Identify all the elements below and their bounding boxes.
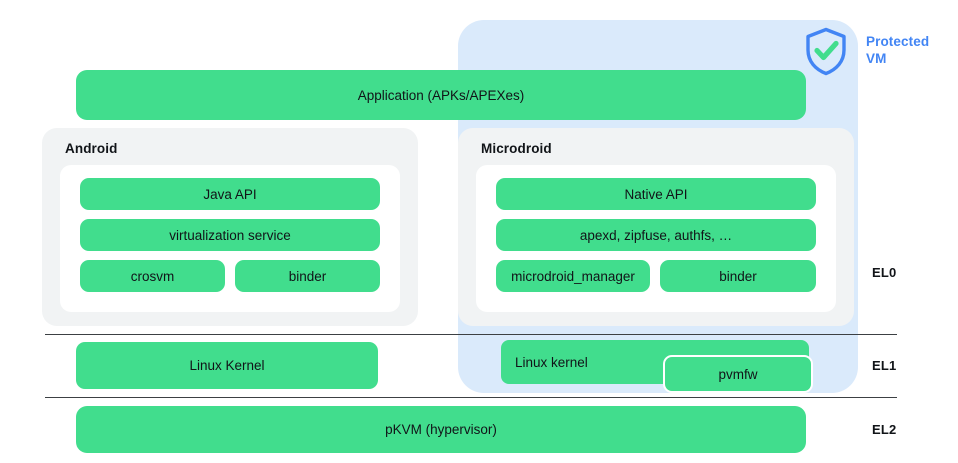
android-box-virtualization-service: virtualization service: [80, 219, 380, 251]
android-linux-kernel-box: Linux Kernel: [76, 342, 378, 389]
android-panel: Android Java API virtualization service …: [42, 128, 418, 326]
microdroid-box-binder: binder: [660, 260, 816, 292]
shield-check-icon: [803, 26, 849, 76]
android-panel-title: Android: [65, 141, 118, 156]
microdroid-box-apexd-zipfuse-authfs: apexd, zipfuse, authfs, …: [496, 219, 816, 251]
protected-vm-label-line1: Protected: [866, 34, 930, 49]
microdroid-panel-inner: Native API apexd, zipfuse, authfs, … mic…: [476, 165, 836, 312]
microdroid-panel: Microdroid Native API apexd, zipfuse, au…: [458, 128, 854, 326]
protected-vm-label-line2: VM: [866, 51, 887, 66]
microdroid-box-native-api: Native API: [496, 178, 816, 210]
android-box-binder: binder: [235, 260, 380, 292]
exception-level-el2-label: EL2: [872, 422, 897, 437]
android-box-java-api: Java API: [80, 178, 380, 210]
protected-vm-label: Protected VM: [866, 33, 954, 67]
android-panel-inner: Java API virtualization service crosvm b…: [60, 165, 400, 312]
android-box-crosvm: crosvm: [80, 260, 225, 292]
microdroid-box-microdroid-manager: microdroid_manager: [496, 260, 650, 292]
divider-el1-el2: [45, 397, 897, 398]
pkvm-hypervisor-box: pKVM (hypervisor): [76, 406, 806, 453]
microdroid-panel-title: Microdroid: [481, 141, 552, 156]
divider-el0-el1: [45, 334, 897, 335]
pvmfw-box: pvmfw: [663, 355, 813, 393]
application-box: Application (APKs/APEXes): [76, 70, 806, 120]
exception-level-el0-label: EL0: [872, 265, 897, 280]
exception-level-el1-label: EL1: [872, 358, 897, 373]
